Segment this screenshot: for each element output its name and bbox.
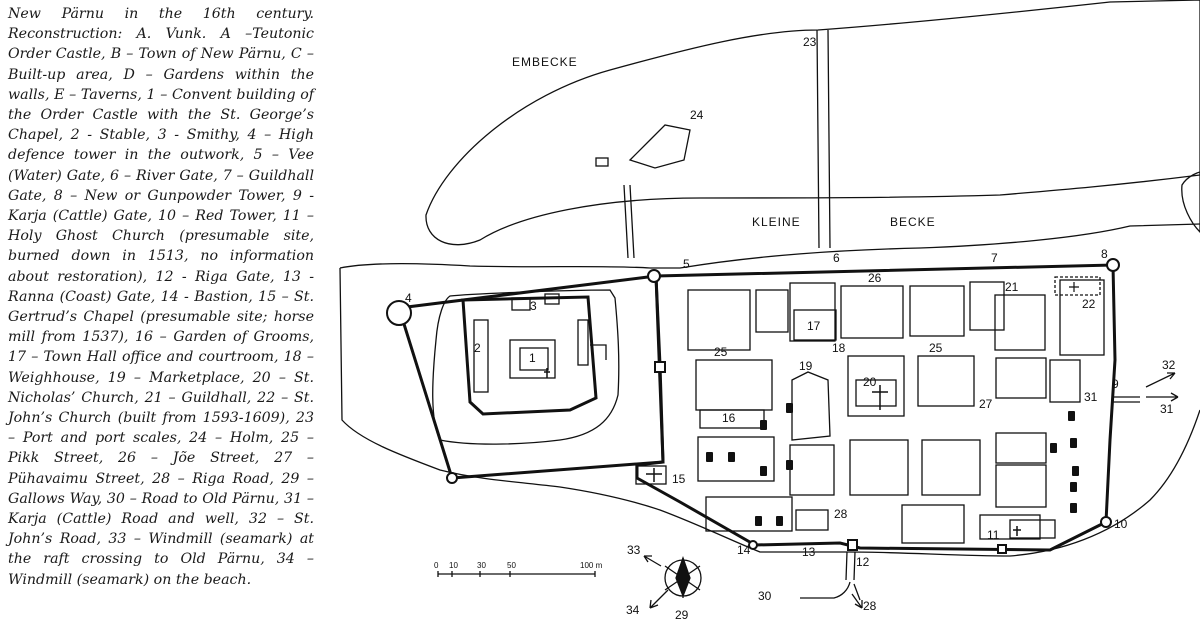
tower-8 [1106,258,1120,272]
label-32: 32 [1162,358,1176,372]
label-17: 17 [807,319,821,333]
label-28: 28 [863,599,877,613]
map-caption: New Pärnu in the 16th century. Reconstru… [8,6,314,588]
label-21: 21 [1005,280,1019,294]
bridge-west [623,184,635,259]
label-20: 20 [863,375,877,389]
label-26: 26 [868,271,882,285]
label-2: 2 [474,341,481,355]
label-3: 3 [530,299,537,313]
label-22: 22 [1082,297,1096,311]
label-1: 1 [529,351,536,365]
port-road [816,29,831,249]
label-5: 5 [683,257,690,271]
gate-12 [847,539,858,551]
label-13: 13 [802,545,816,559]
tower-castle [647,269,661,283]
arrow-34 [649,589,669,609]
label-9: 9 [1112,377,1119,391]
label-25-west: 25 [714,345,728,359]
scale-bar [437,571,596,577]
castle-inner [461,295,598,416]
label-12: 12 [856,555,870,569]
river-bank [339,223,1200,269]
label-31: 31 [1160,402,1174,416]
arrow-28 [851,593,863,609]
label-7: 7 [991,251,998,265]
label-23: 23 [803,35,817,49]
label-8: 8 [1101,247,1108,261]
scale-tick-50: 50 [507,561,516,570]
tower-10 [1100,516,1112,528]
bastion-14 [748,540,758,550]
scale-tick-0: 0 [434,561,439,570]
label-4: 4 [405,291,412,305]
label-6: 6 [833,251,840,265]
islet [1181,171,1200,233]
place-becke: BECKE [890,215,936,229]
arrow-33 [643,555,662,567]
label-19: 19 [799,359,813,373]
bridge-12 [845,551,856,581]
label-28-road: 28 [834,507,848,521]
label-14: 14 [737,543,751,557]
place-kleine: KLEINE [752,215,801,229]
bridge-9 [1113,396,1140,403]
town-plan-map: EMBECKE KLEINE BECKE 0 10 30 50 100 m 1 … [339,0,1200,622]
arrow-31 [1146,392,1179,402]
tower-sw [446,472,458,484]
label-10: 10 [1114,517,1128,531]
label-33: 33 [627,543,641,557]
road-30 [800,581,851,599]
label-31-well: 31 [1084,390,1098,404]
holm-island [425,0,1200,246]
label-29: 29 [675,608,689,622]
road-28 [853,583,861,601]
place-embecke: EMBECKE [512,55,578,69]
scale-end-label: 100 m [580,561,603,570]
scale-tick-30: 30 [477,561,486,570]
label-18: 18 [832,341,846,355]
tower-mid [654,361,666,373]
label-34: 34 [626,603,640,617]
label-25-east: 25 [929,341,943,355]
tower-11 [997,544,1007,554]
label-16: 16 [722,411,736,425]
label-24: 24 [690,108,704,122]
castle-moat [432,289,620,445]
label-30: 30 [758,589,772,603]
tower-4 [386,300,412,326]
label-15: 15 [672,472,686,486]
arrow-32 [1145,372,1176,388]
label-11: 11 [987,528,1000,542]
scale-tick-10: 10 [449,561,458,570]
label-27: 27 [979,397,993,411]
